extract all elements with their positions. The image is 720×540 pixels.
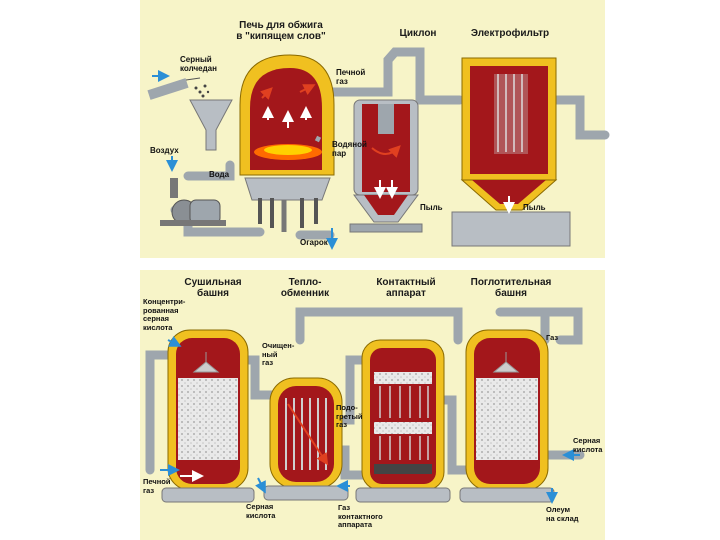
top-flow-arrows xyxy=(152,70,338,250)
air-label: Воздух xyxy=(150,146,179,155)
contact-apparatus xyxy=(355,339,451,503)
oleum-label: Олеум на склад xyxy=(546,505,579,523)
concentrated-acid-label: Концентри- рованная серная кислота xyxy=(143,297,186,332)
pyrite-label: Серный колчедан xyxy=(180,55,217,73)
furnace-gas-in-label: Печной газ xyxy=(143,477,171,495)
drying-tower-title: Сушильная башня xyxy=(184,277,242,299)
heat-exchanger xyxy=(263,377,349,501)
electrofilter-title: Электрофильтр xyxy=(470,28,550,39)
pyrite-chute xyxy=(147,77,210,100)
absorption-tower-title: Поглотительная башня xyxy=(470,277,552,299)
cyclone xyxy=(349,99,423,233)
contact-gas-label: Газ контактного аппарата xyxy=(338,503,383,529)
purified-gas-label: Очищен- ный газ xyxy=(262,341,295,367)
dust-cyclone-label: Пыль xyxy=(420,203,443,212)
sulfuric-acid-out-label: Серная кислота xyxy=(246,502,276,520)
contact-apparatus-title: Контактный аппарат xyxy=(376,277,436,299)
heated-gas-label: Подо- гретый газ xyxy=(336,403,363,429)
heat-exchanger-title: Тепло- обменник xyxy=(280,277,330,299)
dust-filter-label: Пыль xyxy=(523,203,546,212)
sulfuric-acid-right-label: Серная кислота xyxy=(573,436,603,454)
electrofilter xyxy=(451,57,571,247)
water-pump xyxy=(160,178,226,226)
bottom-flow-arrows xyxy=(160,336,580,504)
gas-label: Газ xyxy=(546,333,559,342)
cinder-label: Огарок xyxy=(300,238,328,247)
steam-label: Водяной пар xyxy=(332,140,367,158)
roasting-furnace xyxy=(239,54,335,232)
water-label: Вода xyxy=(209,170,230,179)
cyclone-title: Циклон xyxy=(399,28,437,39)
furnace-gas-label: Печной газ xyxy=(336,68,366,86)
absorption-tower xyxy=(459,329,555,503)
feed-hopper xyxy=(189,99,233,151)
drying-tower xyxy=(161,329,255,503)
furnace-title: Печь для обжига в "кипящем слов" xyxy=(236,20,326,42)
